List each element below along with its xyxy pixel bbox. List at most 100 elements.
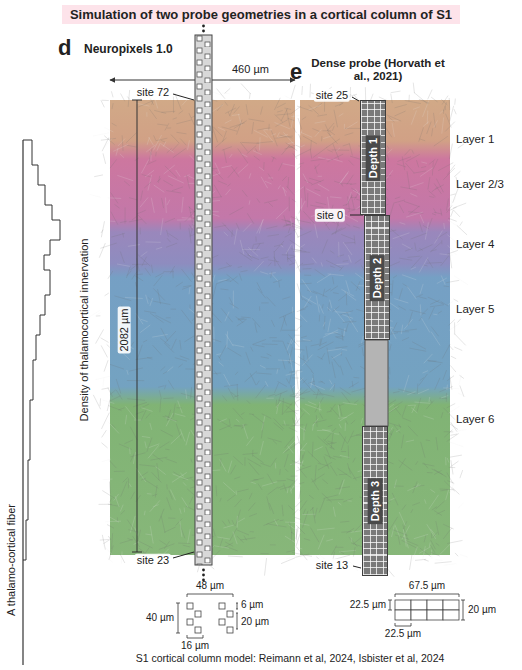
dendrite-stroke [89,310,100,317]
dendrite-stroke [443,528,452,539]
dendrite-stroke [324,316,326,330]
dendrite-stroke [412,342,426,349]
dendrite-stroke [146,145,155,152]
dendrite-stroke [286,550,295,552]
dendrite-stroke [171,339,176,350]
axis-label: Density of thalamocortical innervation [78,239,91,422]
dendrite-stroke [351,188,357,192]
dendrite-stroke [291,532,294,534]
dendrite-stroke [399,258,412,260]
dendrite-stroke [443,387,459,389]
dendrite-stroke [277,393,281,407]
dendrite-stroke [310,383,325,389]
dendrite-stroke [410,183,424,188]
dendrite-stroke [110,390,116,395]
dendrite-stroke [242,190,247,197]
dendrite-stroke [408,312,412,326]
dendrite-stroke [411,111,416,125]
dendrite-stroke [225,542,233,546]
dendrite-stroke [222,395,226,401]
dendrite-stroke [108,422,119,434]
dendrite-stroke [250,531,254,532]
dendrite-stroke [339,432,348,444]
dendrite-stroke [222,521,226,527]
dendrite-stroke [421,162,427,163]
dendrite-stroke [110,221,115,222]
dendrite-stroke [99,504,112,505]
dendrite-stroke [434,470,446,477]
dendrite-stroke [315,269,326,276]
dendrite-stroke [258,289,266,299]
dendrite-stroke [285,96,292,99]
dendrite-stroke [219,426,230,431]
dendrite-stroke [130,453,134,461]
dendrite-stroke [114,471,125,472]
dendrite-stroke [115,496,119,507]
dendrite-stroke [127,520,136,534]
dendrite-stroke [423,546,426,560]
dendrite-stroke [125,406,135,419]
dendrite-stroke [319,402,320,412]
dendrite-stroke [311,389,316,393]
dendrite-stroke [415,243,416,251]
dendrite-stroke [318,462,332,470]
dendrite-stroke [288,446,294,454]
dendrite-stroke [421,318,429,332]
dimension-label: 2082 µm [118,306,131,353]
dendrite-stroke [317,528,335,530]
dendrite-stroke [316,202,327,204]
dendrite-stroke [349,468,357,481]
dendrite-stroke [431,327,438,337]
fiber-line [22,140,23,665]
dendrite-stroke [277,369,278,374]
dendrite-stroke [326,539,333,541]
dendrite-stroke [117,264,130,266]
dendrite-stroke [269,272,276,274]
dendrite-stroke [311,344,320,346]
dendrite-stroke [175,518,182,525]
dendrite-stroke [165,198,167,214]
dendrite-stroke [339,424,341,428]
dendrite-stroke [450,255,452,268]
dendrite-stroke [180,473,184,477]
dendrite-stroke [225,312,229,322]
dendrite-stroke [252,318,260,327]
dendrite-stroke [222,127,237,131]
dendrite-stroke [142,257,147,266]
site-label: site 0 [315,209,345,222]
dendrite-stroke [427,524,436,539]
dendrite-stroke [172,187,183,191]
dendrite-stroke [145,441,147,448]
dendrite-stroke [387,155,389,161]
dendrite-stroke [292,461,300,465]
dendrite-stroke [343,242,352,255]
dendrite-stroke [285,436,294,447]
dendrite-stroke [163,271,174,272]
dendrite-stroke [323,322,325,327]
dendrite-stroke [238,164,248,173]
dendrite-stroke [249,514,257,517]
dendrite-stroke [448,218,457,221]
dendrite-stroke [163,180,173,186]
dendrite-stroke [446,385,448,390]
dendrite-stroke [109,461,116,468]
dendrite-stroke [443,223,445,229]
dendrite-stroke [173,97,174,114]
dendrite-stroke [116,390,122,400]
dendrite-stroke [332,149,350,150]
dendrite-stroke [102,413,110,429]
dendrite-stroke [173,403,175,417]
dendrite-stroke [454,109,456,114]
dendrite-stroke [169,490,172,499]
dendrite-stroke [237,489,248,492]
dendrite-stroke [291,476,298,477]
dendrite-stroke [101,221,104,237]
dendrite-stroke [103,539,111,544]
dendrite-stroke [308,381,315,383]
dendrite-stroke [253,151,262,155]
dendrite-stroke [161,140,165,141]
dendrite-stroke [414,534,428,538]
dendrite-stroke [361,336,363,343]
dendrite-stroke [261,357,269,359]
dendrite-stroke [295,145,300,147]
